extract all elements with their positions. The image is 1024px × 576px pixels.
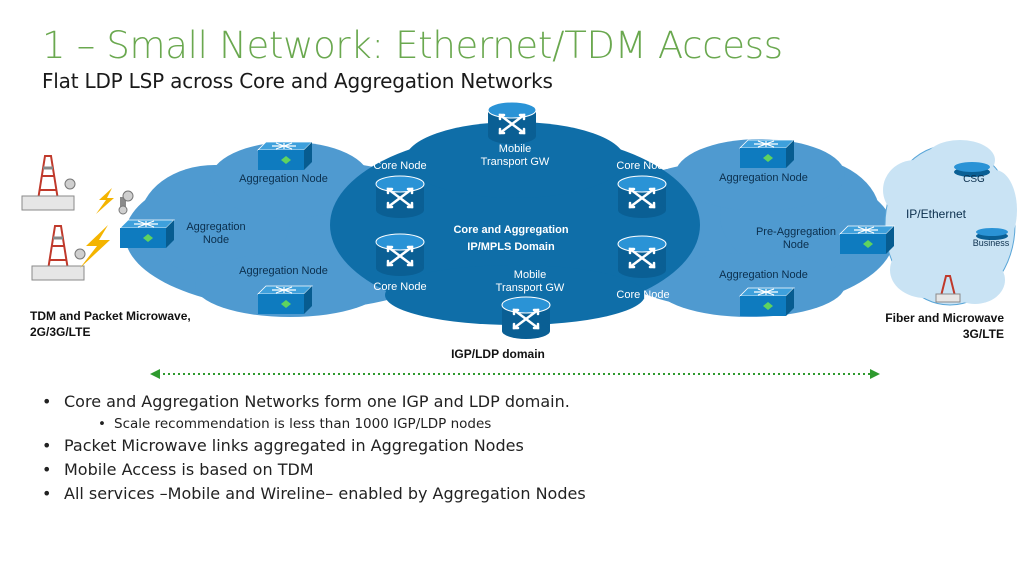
fiber-microwave-label: Fiber and Microwave 3G/LTE [885, 311, 1004, 341]
core-node-label: Core Node [616, 289, 670, 301]
core-domain-label: Core and Aggregation IP/MPLS Domain [453, 224, 569, 253]
core-router-icon [616, 174, 668, 220]
core-router-icon [616, 234, 668, 280]
pre-aggregation-switch-icon [839, 225, 895, 255]
aggregation-switch-icon [739, 287, 795, 317]
mobile-gw-top-label: Mobile Transport GW [480, 143, 550, 168]
business-router-icon [976, 228, 1008, 240]
bullet-item: Core and Aggregation Networks form one I… [40, 390, 586, 414]
igp-ldp-domain-arrow [150, 369, 880, 379]
page-title: 1 – Small Network: Ethernet/TDM Access [42, 24, 783, 67]
microwave-link-icon [80, 188, 114, 268]
csg-router-icon [954, 162, 990, 177]
aggregation-node-left-label: Aggregation Node [186, 221, 246, 246]
tdm-microwave-label: TDM and Packet Microwave, 2G/3G/LTE [30, 309, 191, 339]
core-cloud [330, 122, 700, 325]
bullet-item: Packet Microwave links aggregated in Agg… [40, 434, 586, 458]
microwave-dish-icon [118, 190, 134, 215]
aggregation-switch-icon [119, 219, 175, 249]
core-node-label: Core Node [616, 160, 670, 172]
page-subtitle: Flat LDP LSP across Core and Aggregation… [42, 69, 553, 93]
bullet-item: Mobile Access is based on TDM [40, 458, 586, 482]
business-label: Business [972, 238, 1010, 248]
aggregation-switch-icon [739, 139, 795, 169]
igp-ldp-domain-label: IGP/LDP domain [451, 347, 545, 361]
bullet-item: All services –Mobile and Wireline– enabl… [40, 482, 586, 506]
ip-ethernet-label: IP/Ethernet [905, 207, 967, 221]
cell-tower-icon [20, 154, 77, 212]
mobile-gw-bottom-label: Mobile Transport GW [495, 269, 565, 294]
core-router-icon [374, 174, 426, 220]
core-router-icon [374, 232, 426, 278]
access-cloud-right [883, 140, 1017, 306]
cell-site-icon [935, 275, 961, 303]
aggregation-switch-icon [257, 141, 313, 171]
sub-bullet-item: Scale recommendation is less than 1000 I… [40, 414, 586, 434]
aggregation-node-label: Aggregation Node [719, 269, 808, 281]
core-node-label: Core Node [373, 160, 427, 172]
bullet-list: Core and Aggregation Networks form one I… [40, 390, 586, 506]
mobile-gw-router-icon [500, 295, 552, 341]
aggregation-switch-icon [257, 285, 313, 315]
csg-label: CSG [963, 174, 985, 185]
aggregation-node-label: Aggregation Node [239, 173, 328, 185]
cell-tower-icon [30, 224, 87, 282]
pre-aggregation-node-label: Pre-Aggregation Node [755, 226, 837, 251]
core-node-label: Core Node [373, 281, 427, 293]
mobile-gw-router-icon [486, 100, 538, 146]
aggregation-node-label: Aggregation Node [719, 172, 808, 184]
aggregation-node-label: Aggregation Node [239, 265, 328, 277]
